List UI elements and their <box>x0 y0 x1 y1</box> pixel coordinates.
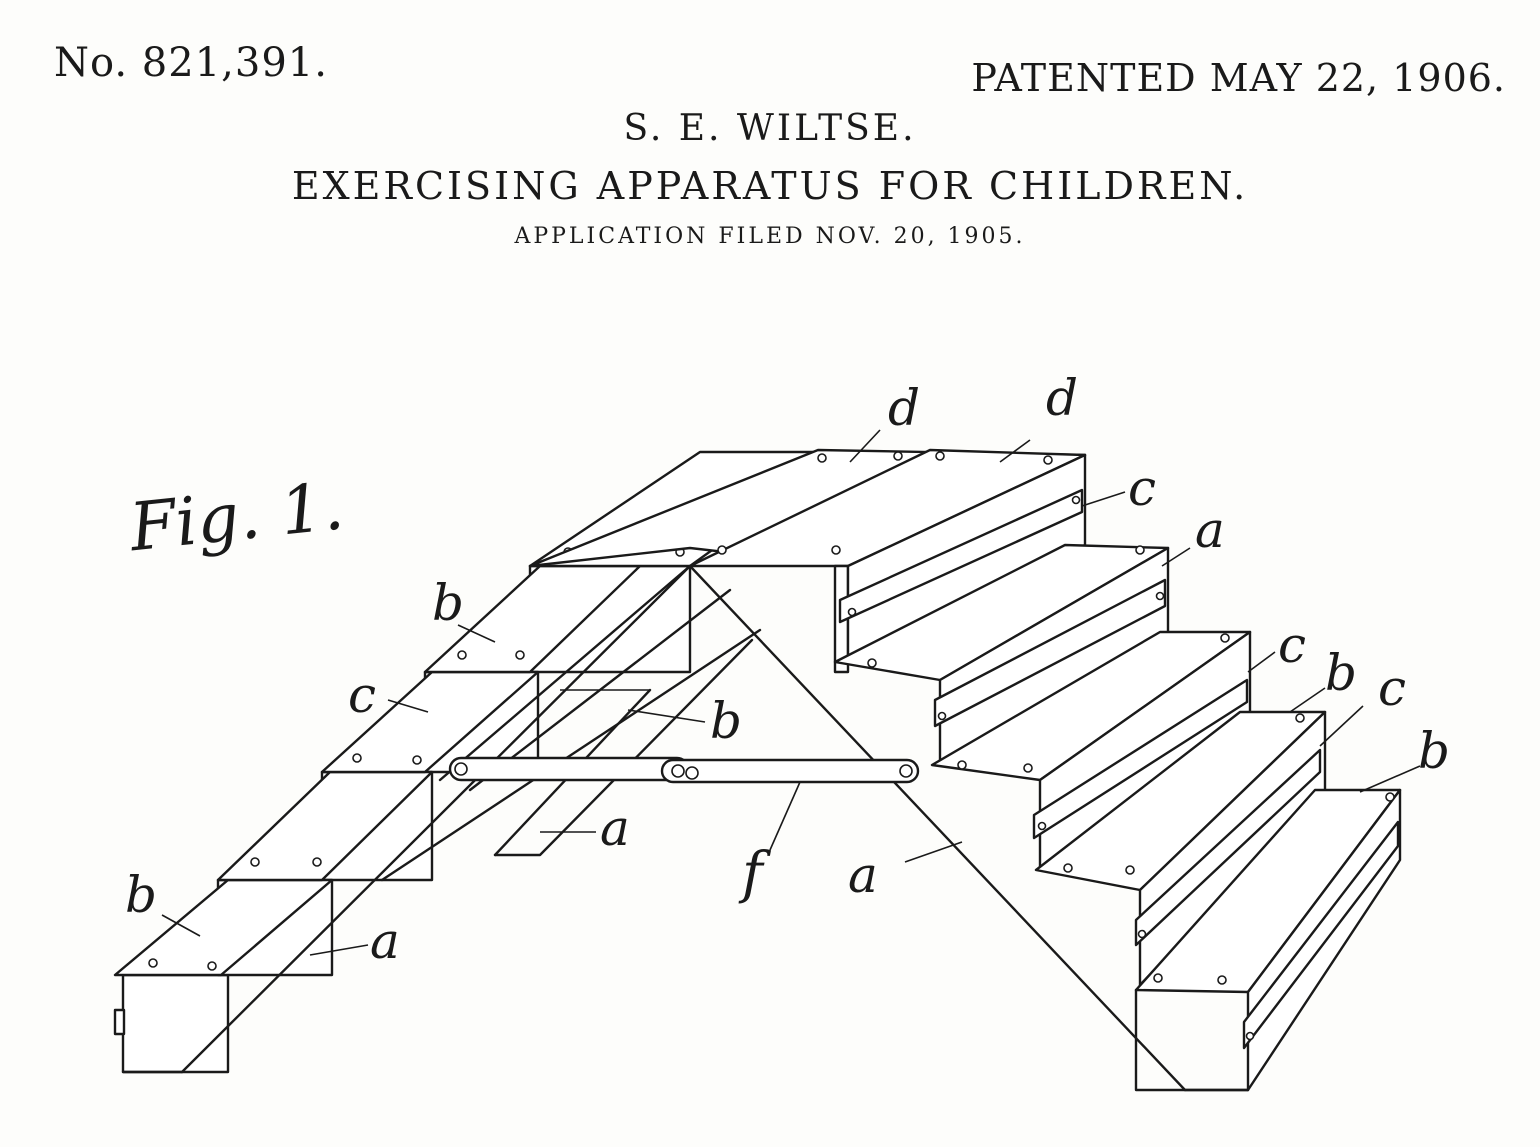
inventor-name: S. E. WILTSE. <box>623 108 917 149</box>
right-stair <box>833 453 1402 1092</box>
connecting-bar-f <box>448 756 920 784</box>
ref-b-2: b <box>1418 722 1450 780</box>
reference-letters: d d c a c b c b b c b b a a a f <box>125 369 1450 970</box>
ref-d-1: d <box>888 379 920 437</box>
ref-a-4: a <box>848 846 878 904</box>
ref-d-2: d <box>1046 369 1078 427</box>
patent-date: PATENTED MAY 22, 1906. <box>971 56 1506 100</box>
leader-lines <box>161 429 1421 956</box>
ref-b-4: b <box>710 692 742 750</box>
ref-b-3: b <box>432 574 464 632</box>
ref-b-5: b <box>125 866 157 924</box>
figure-label: Fig. 1. <box>125 467 347 566</box>
ref-c-1: c <box>1128 459 1156 517</box>
ref-c-2: c <box>1278 616 1306 674</box>
ref-c-3: c <box>1378 659 1406 717</box>
ref-f: f <box>738 841 772 906</box>
patent-number: No. 821,391. <box>54 40 328 86</box>
ref-a-3: a <box>370 912 400 970</box>
ref-a-1: a <box>1195 501 1225 559</box>
ref-a-2: a <box>600 799 630 857</box>
ref-c-4: c <box>348 666 376 724</box>
filing-date: APPLICATION FILED NOV. 20, 1905. <box>514 224 1026 249</box>
patent-title: EXERCISING APPARATUS FOR CHILDREN. <box>291 164 1249 208</box>
ref-b-1: b <box>1325 644 1357 702</box>
